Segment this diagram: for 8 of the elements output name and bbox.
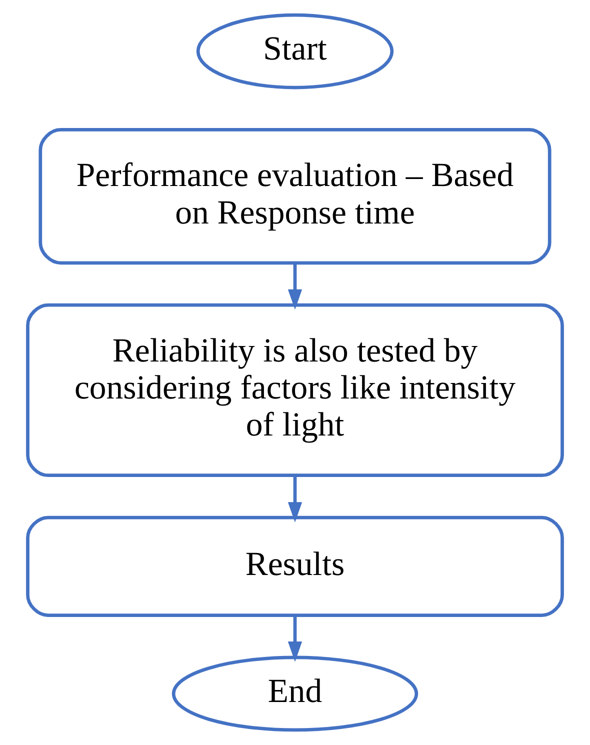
arrow — [288, 476, 302, 522]
node-ellipse: End — [172, 656, 418, 732]
arrow — [288, 616, 302, 662]
node-box: Results — [26, 516, 564, 617]
node-ellipse: Start — [196, 13, 394, 90]
node-box: Reliability is also tested by considering factors like intensity of light — [26, 303, 564, 478]
node-box: Performance evaluation – Based on Response time — [38, 128, 552, 265]
arrow — [288, 263, 302, 310]
